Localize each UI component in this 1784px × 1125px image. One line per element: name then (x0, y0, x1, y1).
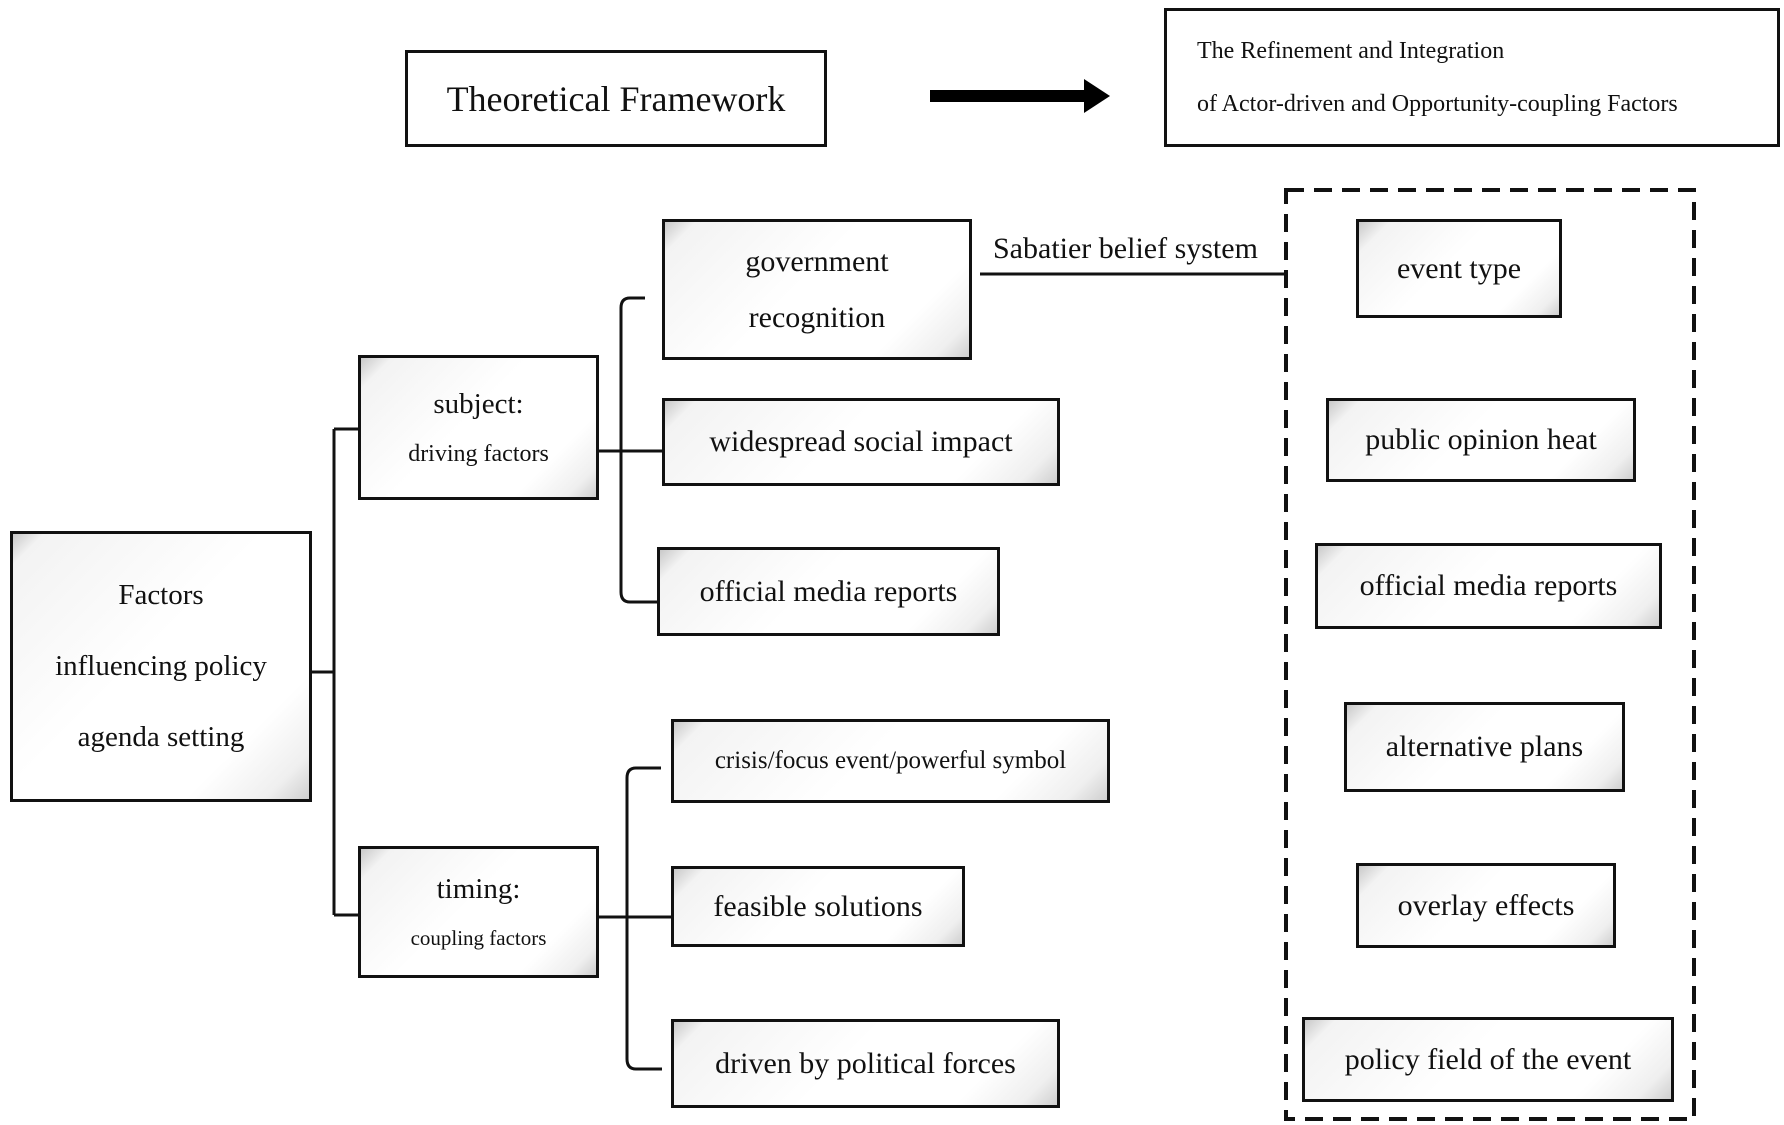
subject-title: subject: (433, 387, 524, 420)
timing-coupling-factors-box: timing: coupling factors (358, 846, 599, 978)
refinement-line-1: The Refinement and Integration (1197, 37, 1505, 64)
driven-by-political-forces-label: driven by political forces (715, 1046, 1016, 1080)
widespread-social-impact-label: widespread social impact (709, 425, 1013, 458)
refined-official-media-reports-label: official media reports (1359, 569, 1618, 602)
official-media-reports-box: official media reports (657, 547, 1000, 636)
root-factors-box: Factors influencing policy agenda settin… (10, 531, 312, 802)
crisis-focus-event-box: crisis/focus event/powerful symbol (671, 719, 1110, 803)
theoretical-framework-label: Theoretical Framework (446, 78, 786, 119)
alternative-plans-box: alternative plans (1344, 702, 1625, 792)
sabatier-belief-system-label: Sabatier belief system (993, 232, 1258, 265)
arrow-head-icon (1084, 79, 1110, 113)
theoretical-framework-box: Theoretical Framework (405, 50, 827, 147)
public-opinion-heat-box: public opinion heat (1326, 398, 1636, 482)
government-line-2: recognition (748, 300, 886, 334)
alternative-plans-label: alternative plans (1385, 730, 1584, 763)
event-type-box: event type (1356, 219, 1562, 318)
refinement-integration-box: The Refinement and Integration of Actor-… (1164, 8, 1780, 147)
crisis-focus-event-label: crisis/focus event/powerful symbol (714, 747, 1067, 774)
timing-title: timing: (436, 873, 521, 905)
feasible-solutions-box: feasible solutions (671, 866, 965, 947)
feasible-solutions-label: feasible solutions (713, 889, 923, 923)
widespread-social-impact-box: widespread social impact (662, 398, 1060, 486)
root-line-1: Factors (118, 579, 204, 611)
policy-field-of-the-event-box: policy field of the event (1302, 1017, 1674, 1102)
driven-by-political-forces-box: driven by political forces (671, 1019, 1060, 1108)
overlay-effects-label: overlay effects (1397, 888, 1575, 922)
subject-subtitle: driving factors (408, 440, 549, 467)
root-line-3: agenda setting (77, 721, 245, 753)
government-line-1: government (745, 244, 889, 278)
refined-factors-group (1284, 188, 1696, 1121)
root-line-2: influencing policy (55, 650, 267, 682)
subject-driving-factors-box: subject: driving factors (358, 355, 599, 500)
policy-field-of-the-event-label: policy field of the event (1344, 1042, 1632, 1076)
overlay-effects-box: overlay effects (1356, 863, 1616, 948)
public-opinion-heat-label: public opinion heat (1365, 423, 1597, 456)
event-type-label: event type (1396, 251, 1522, 285)
government-recognition-box: government recognition (662, 219, 972, 360)
official-media-reports-label: official media reports (699, 574, 958, 608)
refinement-line-2: of Actor-driven and Opportunity-coupling… (1197, 90, 1678, 117)
timing-subtitle: coupling factors (410, 926, 547, 950)
refined-official-media-reports-box: official media reports (1315, 543, 1662, 629)
